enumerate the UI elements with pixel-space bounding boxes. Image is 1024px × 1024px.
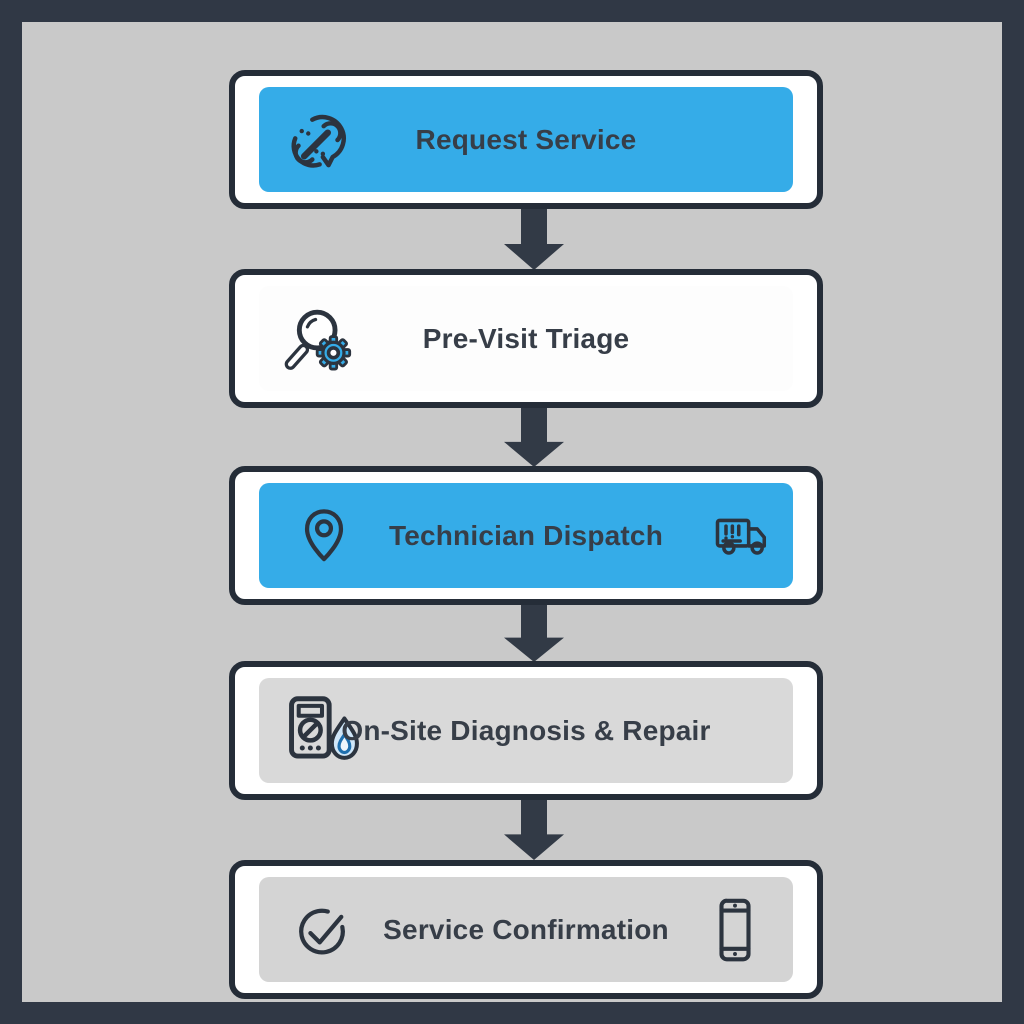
- step-label: On-Site Diagnosis & Repair: [341, 714, 711, 746]
- step-label: Technician Dispatch: [388, 519, 663, 551]
- flow-arrow: [504, 208, 564, 270]
- flow-arrow: [504, 407, 564, 467]
- step-panel: Service Confirmation: [259, 877, 793, 982]
- magnifier-gear-icon: [279, 300, 357, 378]
- step-label: Service Confirmation: [383, 913, 669, 945]
- step-card-pre-visit-triage: Pre-Visit Triage: [229, 269, 823, 408]
- delivery-truck-icon: [709, 502, 777, 570]
- step-card-technician-dispatch: Technician Dispatch: [229, 466, 823, 605]
- flow-arrow: [504, 604, 564, 662]
- smartphone-icon: [699, 894, 771, 966]
- step-card-onsite-diagnosis-repair: On-Site Diagnosis & Repair: [229, 661, 823, 800]
- step-panel: On-Site Diagnosis & Repair: [259, 678, 793, 783]
- check-circle-icon: [285, 893, 359, 967]
- step-panel: Request Service: [259, 87, 793, 192]
- step-panel: Technician Dispatch: [259, 483, 793, 588]
- step-card-request-service: Request Service: [229, 70, 823, 209]
- location-pin-icon: [287, 499, 361, 573]
- wrench-chat-icon: [279, 101, 357, 179]
- multimeter-flame-icon: [279, 688, 365, 774]
- flow-arrow: [504, 799, 564, 860]
- step-label: Request Service: [415, 123, 637, 155]
- step-label: Pre-Visit Triage: [422, 322, 630, 354]
- step-panel: Pre-Visit Triage: [259, 286, 793, 391]
- step-card-service-confirmation: Service Confirmation: [229, 860, 823, 999]
